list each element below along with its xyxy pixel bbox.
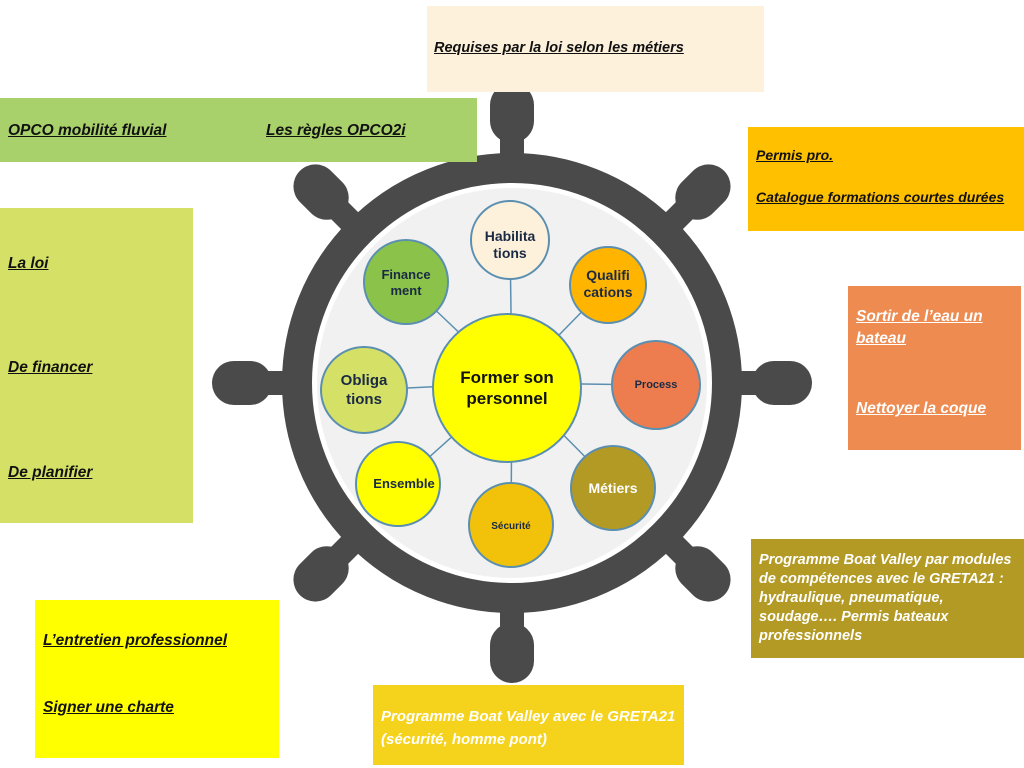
link-entretien-professionnel[interactable]: L’entretien professionnel [43, 632, 228, 649]
link-catalogue-formations[interactable]: Catalogue formations courtes durées [756, 189, 1005, 205]
box-opco: OPCO mobilité fluvial Les règles OPCO2i [0, 98, 477, 162]
box-programme-modules: Programme Boat Valley par modules de com… [751, 539, 1024, 658]
node-ensemble: Ensemble [355, 441, 441, 527]
node-habilitations-label-1: Habilita [485, 228, 536, 244]
node-obligations-label-1: Obliga [341, 372, 388, 389]
link-nettoyer-coque[interactable]: Nettoyer la coque [856, 400, 987, 417]
text-programme-modules: Programme Boat Valley par modules de com… [759, 552, 1012, 644]
box-loi: La loi De financer De planifier [0, 208, 193, 523]
node-metiers-label: Métiers [588, 480, 637, 496]
box-entretien: L’entretien professionnel Signer une cha… [35, 600, 279, 758]
node-qualifications-label-2: cations [583, 284, 632, 300]
center-label-2: personnel [466, 389, 547, 408]
link-de-financer[interactable]: De financer [8, 359, 93, 376]
node-metiers: Métiers [570, 445, 656, 531]
link-requises[interactable]: Requises par la loi selon les métiers [434, 40, 684, 56]
box-requises: Requises par la loi selon les métiers [427, 6, 764, 92]
node-financement-label-1: Finance [381, 267, 430, 282]
text-programme-securite: Programme Boat Valley avec le GRETA21 (s… [381, 708, 676, 748]
link-permis-pro[interactable]: Permis pro. [756, 147, 834, 163]
node-securite: Sécurité [468, 482, 554, 568]
link-de-planifier[interactable]: De planifier [8, 464, 93, 481]
link-signer-charte[interactable]: Signer une charte [43, 699, 174, 716]
node-obligations-label-2: tions [346, 391, 382, 408]
node-obligations: Obliga tions [320, 346, 408, 434]
node-ensemble-label: Ensemble [373, 476, 434, 491]
node-habilitations-label-2: tions [493, 245, 527, 261]
node-process: Process [611, 340, 701, 430]
center-node: Former son personnel [432, 313, 582, 463]
link-regles-opco2i[interactable]: Les règles OPCO2i [266, 122, 406, 139]
box-permis: Permis pro. Catalogue formations courtes… [748, 127, 1024, 231]
box-sortir: Sortir de l’eau un bateau Nettoyer la co… [848, 286, 1021, 450]
box-programme-securite: Programme Boat Valley avec le GRETA21 (s… [373, 685, 684, 765]
link-opco-mobilite-fluvial[interactable]: OPCO mobilité fluvial [8, 122, 167, 139]
node-qualifications-label-1: Qualifi [586, 267, 630, 283]
center-label-1: Former son [460, 368, 554, 387]
node-financement-label-2: ment [390, 283, 422, 298]
node-process-label: Process [635, 379, 678, 391]
link-la-loi[interactable]: La loi [8, 255, 49, 272]
link-sortir-bateau[interactable]: Sortir de l’eau un bateau [856, 308, 983, 347]
node-securite-label: Sécurité [491, 521, 531, 532]
